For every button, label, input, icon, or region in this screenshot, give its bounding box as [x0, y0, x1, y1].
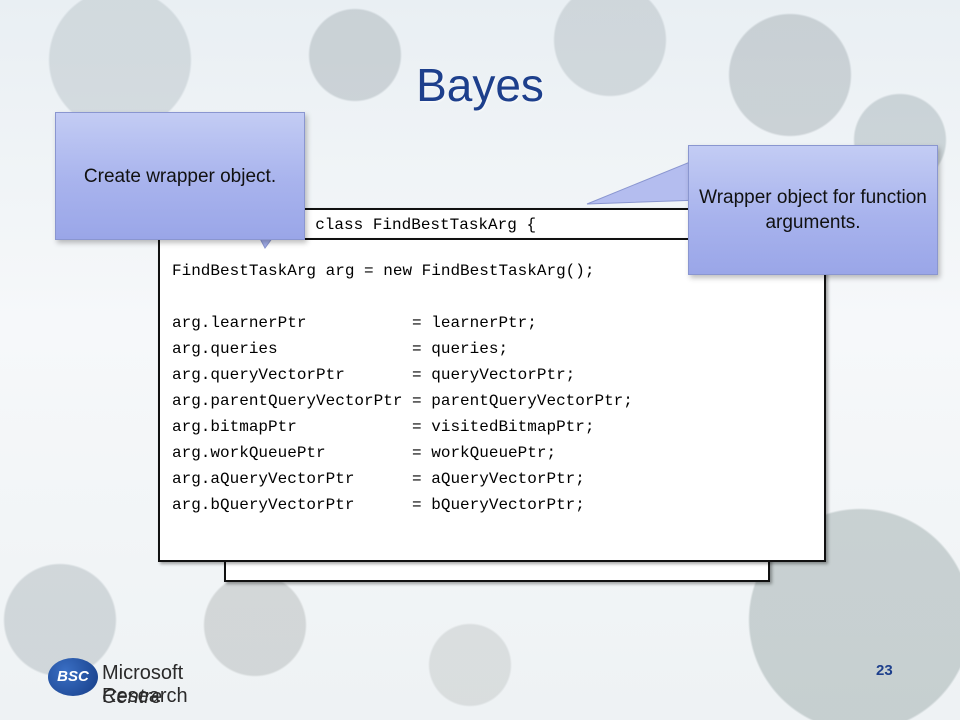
logo-text-line1: Microsoft Research [102, 662, 188, 707]
code-line: arg.workQueuePtr = workQueuePtr; [172, 444, 557, 462]
callout-create-wrapper: Create wrapper object. [55, 112, 305, 240]
code-line: arg.bitmapPtr = visitedBitmapPtr; [172, 418, 595, 436]
code-line: arg.parentQueryVectorPtr = parentQueryVe… [172, 392, 633, 410]
logo-text-line2: Centre [102, 686, 163, 708]
bsc-logo-badge: BSC [48, 658, 98, 696]
code-line: FindBestTaskArg arg = new FindBestTaskAr… [172, 262, 595, 280]
callout-right-text: Wrapper object for function arguments. [699, 187, 927, 233]
code-line: arg.learnerPtr = learnerPtr; [172, 314, 537, 332]
code-line: arg.bQueryVectorPtr = bQueryVectorPtr; [172, 496, 585, 514]
code-box-wrapper-creation: FindBestTaskArg arg = new FindBestTaskAr… [158, 238, 826, 562]
callout-wrapper-object: Wrapper object for function arguments. [688, 145, 938, 275]
code-line: arg.queries = queries; [172, 340, 509, 358]
slide-title: Bayes [416, 59, 544, 111]
page-number: 23 [876, 662, 893, 679]
code-line: arg.queryVectorPtr = queryVectorPtr; [172, 366, 576, 384]
bsc-microsoft-logo: BSC Microsoft Research Centre [48, 656, 268, 714]
code-back-first-line: c class FindBestTaskArg { [296, 216, 537, 234]
callout-left-text: Create wrapper object. [83, 165, 277, 187]
code-line: arg.aQueryVectorPtr = aQueryVectorPtr; [172, 470, 585, 488]
